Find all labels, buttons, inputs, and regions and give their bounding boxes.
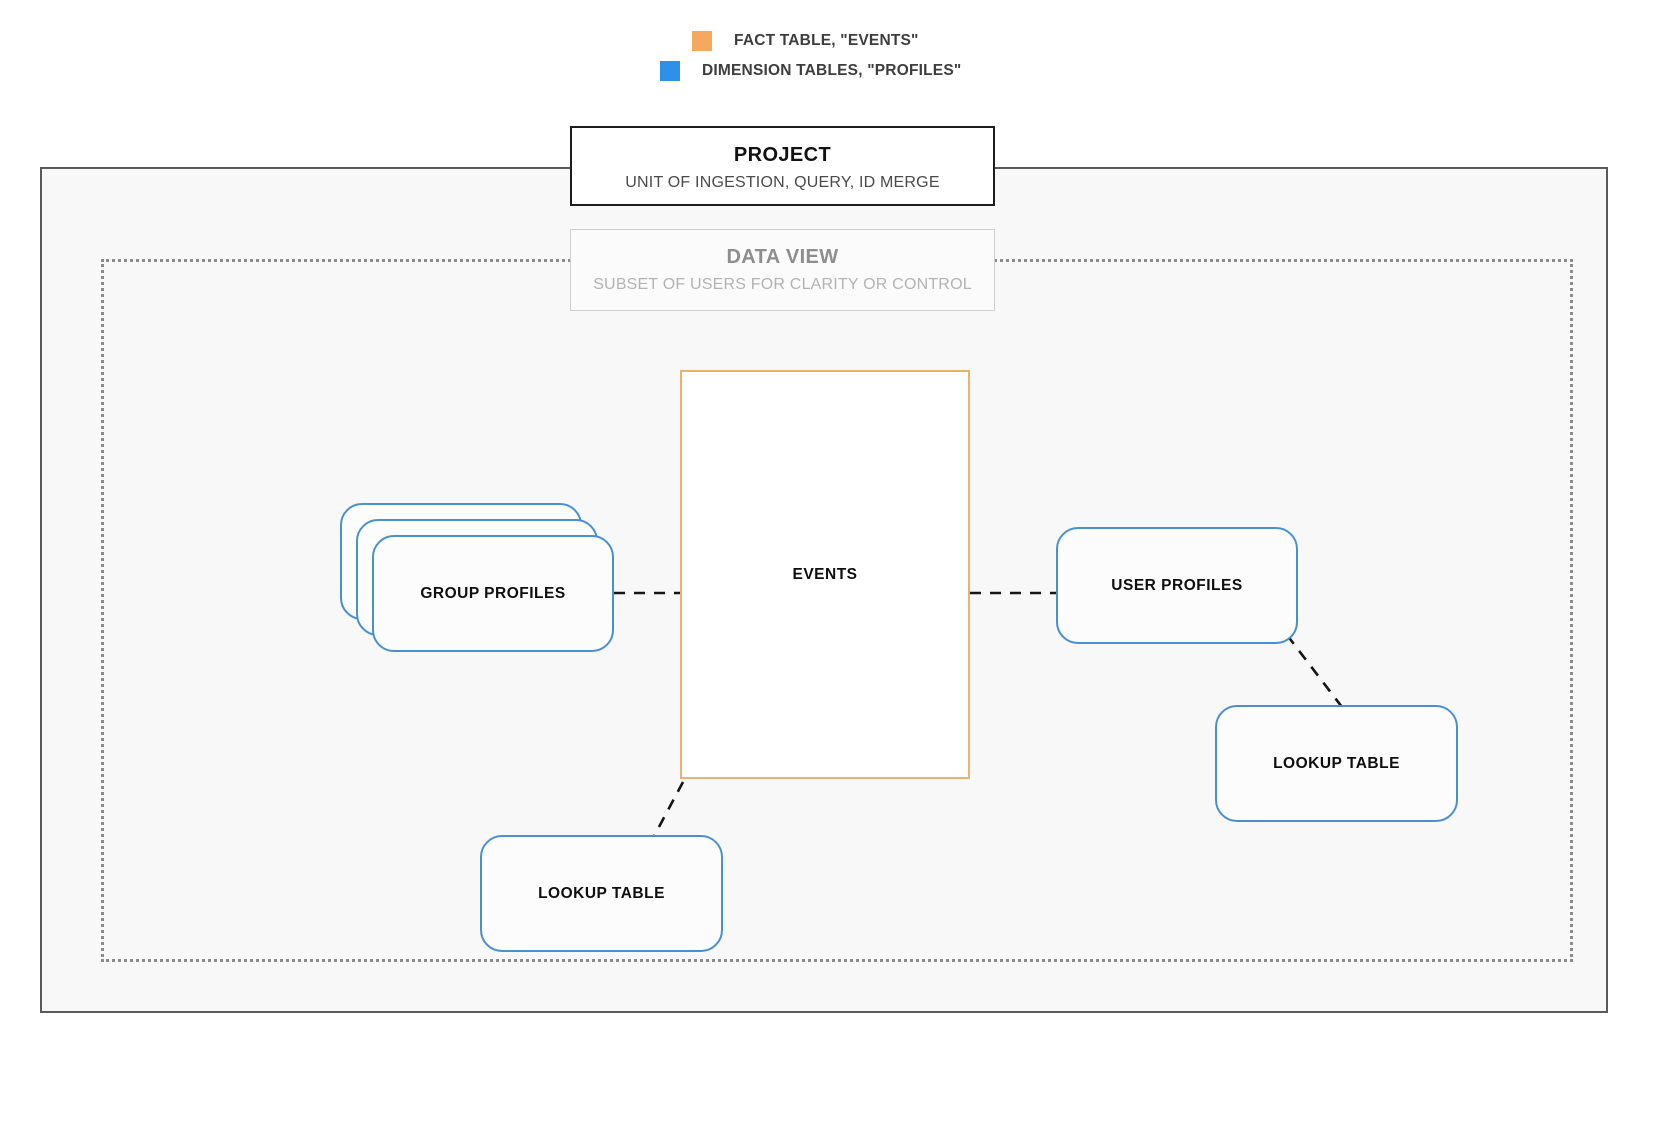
node-group-profiles-label: GROUP PROFILES <box>420 584 566 602</box>
legend-label-dimension-tables: DIMENSION TABLES, "PROFILES" <box>702 62 962 79</box>
legend-item-dimension-tables: DIMENSION TABLES, "PROFILES" <box>0 56 1664 86</box>
project-title: PROJECT <box>733 144 832 166</box>
group-profiles-stack-card-front[interactable]: GROUP PROFILES <box>372 535 614 652</box>
dimension-tables-swatch-icon <box>660 61 680 81</box>
project-subtitle: UNIT OF INGESTION, QUERY, ID MERGE <box>625 174 940 191</box>
node-events[interactable]: EVENTS <box>680 370 970 779</box>
legend-item-fact-table: FACT TABLE, "EVENTS" <box>0 26 1664 56</box>
data-view-subtitle: SUBSET OF USERS FOR CLARITY OR CONTROL <box>593 276 972 293</box>
node-events-label: EVENTS <box>792 565 858 583</box>
legend-label-fact-table: FACT TABLE, "EVENTS" <box>734 32 919 49</box>
node-lookup-table-right[interactable]: LOOKUP TABLE <box>1215 705 1458 822</box>
node-user-profiles[interactable]: USER PROFILES <box>1056 527 1298 644</box>
project-label-box: PROJECT UNIT OF INGESTION, QUERY, ID MER… <box>570 126 995 206</box>
node-user-profiles-label: USER PROFILES <box>1111 576 1243 594</box>
node-lookup-table-right-label: LOOKUP TABLE <box>1273 754 1400 772</box>
node-lookup-table-left[interactable]: LOOKUP TABLE <box>480 835 723 952</box>
node-group-profiles[interactable]: GROUP PROFILES <box>340 503 640 653</box>
legend: FACT TABLE, "EVENTS" DIMENSION TABLES, "… <box>0 26 1664 86</box>
data-view-label-box: DATA VIEW SUBSET OF USERS FOR CLARITY OR… <box>570 229 995 311</box>
node-lookup-table-left-label: LOOKUP TABLE <box>538 884 665 902</box>
fact-table-swatch-icon <box>692 31 712 51</box>
data-view-title: DATA VIEW <box>726 246 839 268</box>
